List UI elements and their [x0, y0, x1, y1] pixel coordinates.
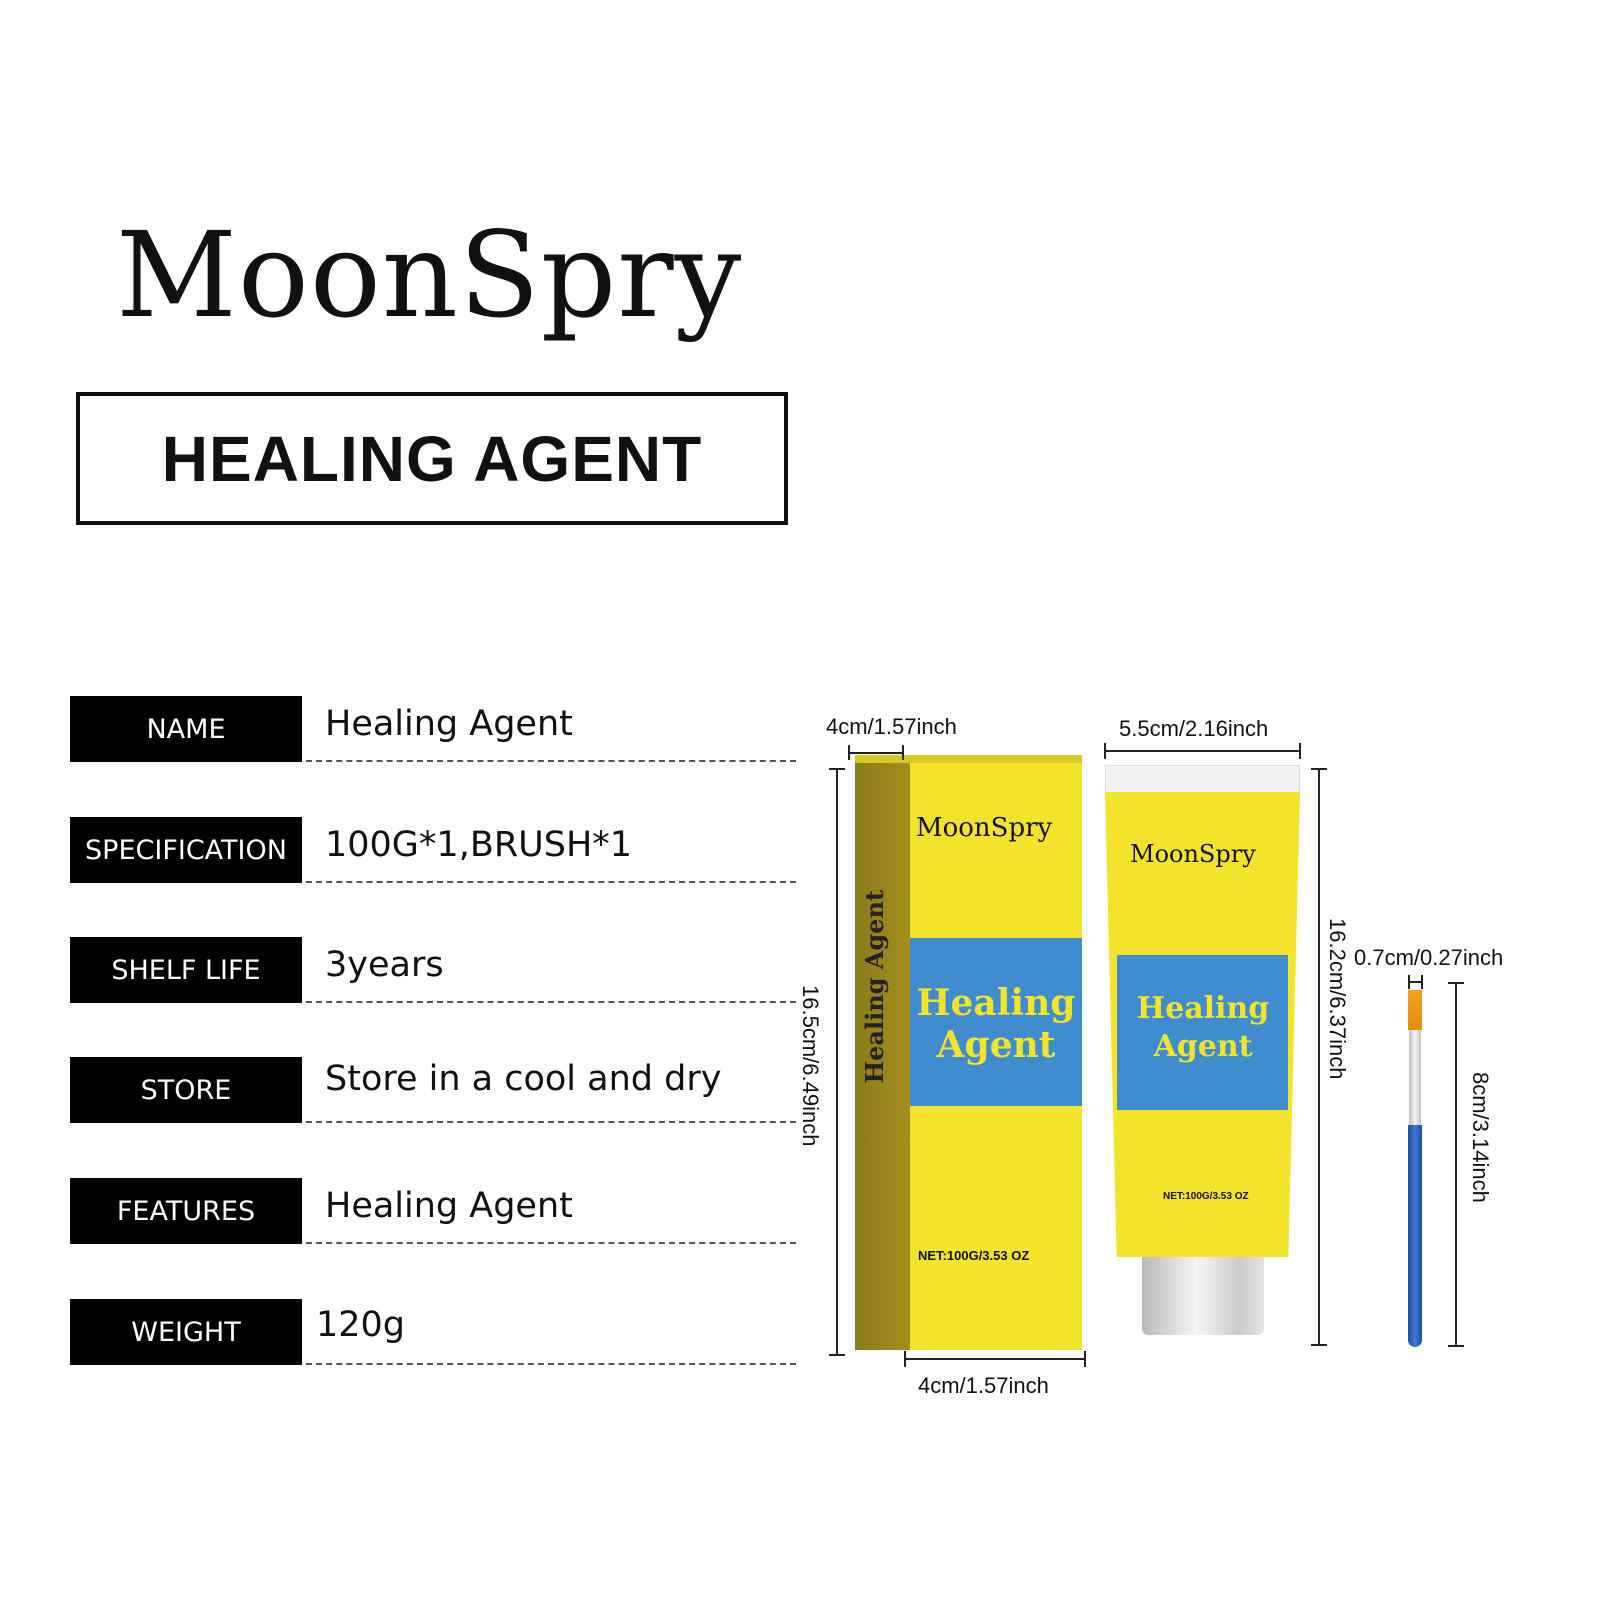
- dim-line: [1318, 768, 1320, 1346]
- page-title: HEALING AGENT: [161, 422, 703, 495]
- box-top-face: [855, 755, 1082, 765]
- spec-value: Store in a cool and dry: [325, 1059, 722, 1099]
- dim-tick: [1448, 982, 1464, 984]
- dashed-divider: [306, 760, 796, 762]
- dim-tick: [1421, 975, 1423, 989]
- dim-tick: [902, 745, 904, 760]
- dashed-divider: [306, 1242, 796, 1244]
- spec-value: 120g: [316, 1305, 406, 1345]
- brush-bristles: [1408, 990, 1422, 1030]
- dim-line: [904, 1358, 1086, 1360]
- dim-tick: [1311, 768, 1327, 770]
- spec-row-weight: WEIGHT 120g: [70, 1299, 796, 1379]
- spec-value: 3years: [325, 945, 444, 985]
- spec-row-name: NAME Healing Agent: [70, 696, 796, 776]
- title-box: HEALING AGENT: [76, 392, 788, 525]
- brush-handle: [1408, 1125, 1422, 1347]
- dim-box-height: 16.5cm/6.49inch: [798, 985, 823, 1147]
- spec-label: FEATURES: [70, 1178, 302, 1244]
- dim-brush-height: 8cm/3.14inch: [1468, 1072, 1493, 1203]
- dim-line: [1408, 981, 1423, 983]
- spec-value: Healing Agent: [325, 1186, 573, 1226]
- tube-product-name: Healing Agent: [1120, 990, 1286, 1066]
- brand-logo: MoonSpry: [116, 206, 743, 344]
- dim-tick: [829, 1354, 845, 1356]
- brush-ferrule: [1409, 1030, 1421, 1125]
- dim-tick: [1299, 743, 1301, 759]
- spec-value: Healing Agent: [325, 704, 573, 744]
- dim-tick: [1104, 743, 1106, 759]
- spec-label: STORE: [70, 1057, 302, 1123]
- dashed-divider: [306, 1363, 796, 1365]
- box-side-face: [855, 763, 910, 1350]
- spec-label: NAME: [70, 696, 302, 762]
- dim-tube-height: 16.2cm/6.37inch: [1325, 918, 1350, 1080]
- dim-tick: [904, 1351, 906, 1367]
- dim-tick: [829, 768, 845, 770]
- dim-tick: [848, 745, 850, 760]
- dim-tick: [1408, 975, 1410, 989]
- spec-label: SHELF LIFE: [70, 937, 302, 1003]
- box-side-label: Healing Agent: [860, 890, 889, 1084]
- dim-tube-width: 5.5cm/2.16inch: [1119, 716, 1269, 741]
- box-net-weight: NET:100G/3.53 OZ: [918, 1248, 1030, 1263]
- tube-brand-label: MoonSpry: [1130, 840, 1256, 868]
- spec-row-store: STORE Store in a cool and dry: [70, 1057, 796, 1137]
- box-product-name: Healing Agent: [912, 982, 1080, 1066]
- dim-box-width: 4cm/1.57inch: [918, 1373, 1049, 1398]
- spec-row-specification: SPECIFICATION 100G*1,BRUSH*1: [70, 817, 796, 897]
- dim-line: [1455, 982, 1457, 1347]
- dashed-divider: [306, 881, 796, 883]
- dim-box-depth: 4cm/1.57inch: [826, 714, 957, 739]
- tube-name-line2: Agent: [1153, 1029, 1253, 1064]
- dim-line: [836, 768, 838, 1356]
- tube-cap: [1142, 1257, 1264, 1335]
- dim-line: [1104, 750, 1301, 752]
- tube-net-weight: NET:100G/3.53 OZ: [1163, 1191, 1249, 1202]
- spec-row-features: FEATURES Healing Agent: [70, 1178, 796, 1258]
- box-name-line1: Healing: [916, 982, 1076, 1024]
- dim-line: [848, 752, 903, 754]
- dim-tick: [1084, 1351, 1086, 1367]
- tube-crimp: [1105, 765, 1300, 793]
- box-name-line2: Agent: [936, 1024, 1056, 1066]
- box-blue-band: [910, 938, 1082, 1106]
- dashed-divider: [306, 1121, 796, 1123]
- dim-brush-width: 0.7cm/0.27inch: [1354, 945, 1504, 970]
- dashed-divider: [306, 1001, 796, 1003]
- spec-row-shelf-life: SHELF LIFE 3years: [70, 937, 796, 1017]
- spec-label: WEIGHT: [70, 1299, 302, 1365]
- dim-tick: [1448, 1345, 1464, 1347]
- spec-label: SPECIFICATION: [70, 817, 302, 883]
- box-brand-label: MoonSpry: [916, 813, 1053, 843]
- tube-name-line1: Healing: [1136, 991, 1270, 1026]
- dim-tick: [1311, 1344, 1327, 1346]
- spec-value: 100G*1,BRUSH*1: [325, 825, 633, 865]
- tube-blue-band: [1117, 955, 1288, 1110]
